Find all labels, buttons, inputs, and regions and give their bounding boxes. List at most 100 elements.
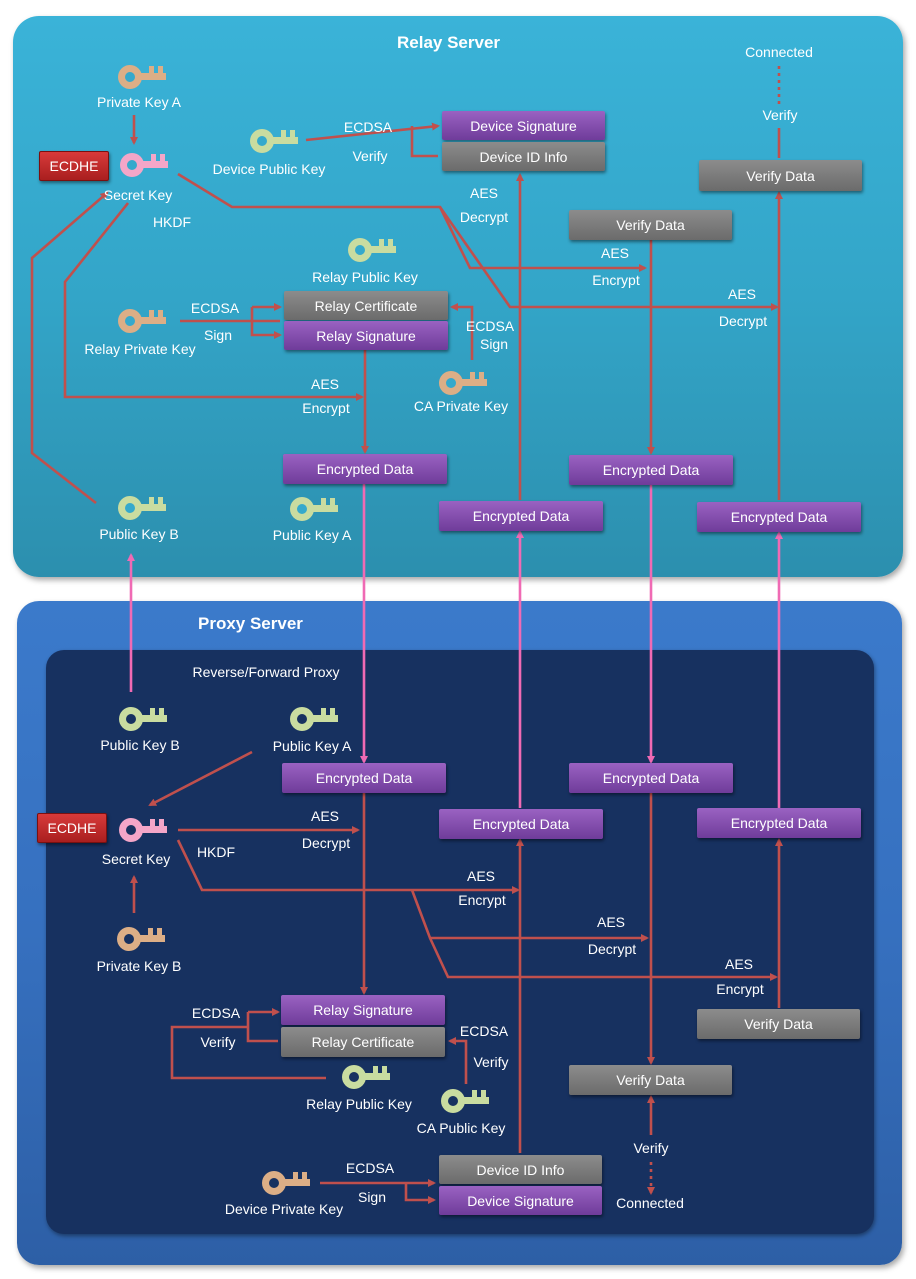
reverse-forward-proxy-panel [46,650,874,1234]
public-key-b-icon [118,496,166,520]
proxy-aes-encrypt-right-sublabel: Encrypt [716,981,764,997]
connected-label: Connected [745,44,813,60]
wire-capub-cert [448,1037,468,1084]
verify-top-label: Verify [762,107,798,123]
device-id-info-box: Device ID Info [442,142,605,171]
relay-server-title: Relay Server [397,33,501,52]
proxy-encrypted-data-box: Encrypted Data [697,808,861,838]
verify-data-top-box: Verify Data [699,160,862,191]
hkdf-label: HKDF [152,214,192,230]
aes-decrypt-right-label: AES [727,286,757,302]
proxy-secret-key-icon [119,818,167,842]
aes-encrypt-left-label: AES [310,376,340,392]
proxy-hkdf-label: HKDF [196,844,236,860]
aes-encrypt-sublabel: Encrypt [592,272,640,288]
private-key-b-icon [117,927,165,951]
aes-decrypt-label: AES [469,185,499,201]
relay-private-key-icon [118,309,166,333]
proxy-aes-decrypt-sublabel: Decrypt [301,835,351,851]
proxy-encrypted-data-box: Encrypted Data [439,809,603,839]
private-key-a-label: Private Key A [96,94,182,110]
relay-public-key-icon [348,238,396,262]
aes-decrypt-right-sublabel: Decrypt [718,313,768,329]
relay-certificate-box: Relay Certificate [284,291,448,320]
proxy-public-key-a-label: Public Key A [272,738,352,754]
ecdsa-ca-label: ECDSA [465,318,515,334]
wire-aes-decrypt-right [438,206,779,311]
device-private-key-label: Device Private Key [224,1201,344,1217]
secret-key-icon [120,153,168,177]
wire-pubkeyb-secret [30,191,109,505]
device-public-key-label: Device Public Key [212,161,326,177]
public-key-a-icon [290,497,338,521]
proxy-public-key-b-label: Public Key B [100,737,180,753]
wire-secret-encrypt [63,202,364,401]
proxy-encrypted-data-box: Encrypted Data [569,763,733,793]
proxy-aes-decrypt-label: AES [310,808,340,824]
sign-ca-label: Sign [479,336,509,352]
proxy-relay-signature-box: Relay Signature [281,995,445,1025]
wire-verify-cert [246,1012,278,1043]
wire-relaypub-verify [170,1025,326,1080]
proxy-verify-bottom-label: Verify [633,1140,669,1156]
verify-label: Verify [352,148,388,164]
wire-aes-encrypt-right [428,937,778,981]
public-key-b-label: Public Key B [99,526,179,542]
encrypted-data-box: Encrypted Data [569,455,733,485]
wire-devpub-ecdsa [305,122,440,142]
proxy-relay-public-key-label: Relay Public Key [306,1096,412,1112]
wire-caprivkey-cert [450,303,474,360]
encrypted-data-box: Encrypted Data [283,454,447,484]
proxy-ecdsa-verify-label: ECDSA [191,1005,241,1021]
ecdsa-label: ECDSA [343,119,393,135]
proxy-relay-public-key-icon [342,1065,390,1089]
proxy-public-key-b-icon [119,707,167,731]
proxy-device-id-info-box: Device ID Info [439,1155,602,1184]
relay-public-key-label: Relay Public Key [312,269,418,285]
ecdhe-badge: ECDHE [39,151,109,181]
proxy-ecdsa-ca-label: ECDSA [459,1023,509,1039]
device-signature-box: Device Signature [442,111,605,140]
proxy-ecdsa-sign-label: ECDSA [345,1160,395,1176]
encrypted-data-box: Encrypted Data [439,501,603,531]
wire-sign-bracket [404,1183,436,1204]
proxy-aes-decrypt-mid-sublabel: Decrypt [587,941,637,957]
proxy-ecdhe-badge: ECDHE [37,813,107,843]
ca-public-key-icon [441,1089,489,1113]
proxy-aes-encrypt-right-label: AES [724,956,754,972]
encrypted-data-box: Encrypted Data [697,502,861,532]
private-key-b-label: Private Key B [96,958,182,974]
proxy-verify-data-right-box: Verify Data [697,1009,860,1039]
wire-pubkeya-secret [148,750,253,807]
ca-private-key-icon [439,371,487,395]
ecdsa-sign-label: ECDSA [190,300,240,316]
wire-verify-bracket [410,126,438,158]
proxy-verify-ca-label: Verify [473,1054,509,1070]
relay-signature-box: Relay Signature [284,321,448,350]
aes-encrypt-label: AES [600,245,630,261]
device-private-key-icon [262,1171,310,1195]
proxy-aes-encrypt-sublabel: Encrypt [458,892,506,908]
proxy-device-signature-box: Device Signature [439,1186,602,1215]
proxy-subtitle: Reverse/Forward Proxy [192,664,340,680]
sign-label: Sign [203,327,233,343]
aes-decrypt-sublabel: Decrypt [459,209,509,225]
proxy-sign-label: Sign [357,1189,387,1205]
relay-private-key-label: Relay Private Key [84,341,196,357]
proxy-verify-label: Verify [200,1034,236,1050]
ca-private-key-label: CA Private Key [413,398,509,414]
device-public-key-icon [250,129,298,153]
aes-encrypt-left-sublabel: Encrypt [302,400,350,416]
proxy-encrypted-data-box: Encrypted Data [282,763,446,793]
proxy-secret-key-label: Secret Key [101,851,171,867]
proxy-relay-certificate-box: Relay Certificate [281,1027,445,1057]
public-key-a-label: Public Key A [272,527,352,543]
proxy-connected-label: Connected [616,1195,684,1211]
proxy-aes-decrypt-mid-label: AES [596,914,626,930]
proxy-verify-data-mid-box: Verify Data [569,1065,732,1095]
private-key-a-icon [118,65,166,89]
verify-data-mid-box: Verify Data [569,210,732,240]
proxy-public-key-a-icon [290,707,338,731]
wire-ecdsa-sig [250,307,282,339]
